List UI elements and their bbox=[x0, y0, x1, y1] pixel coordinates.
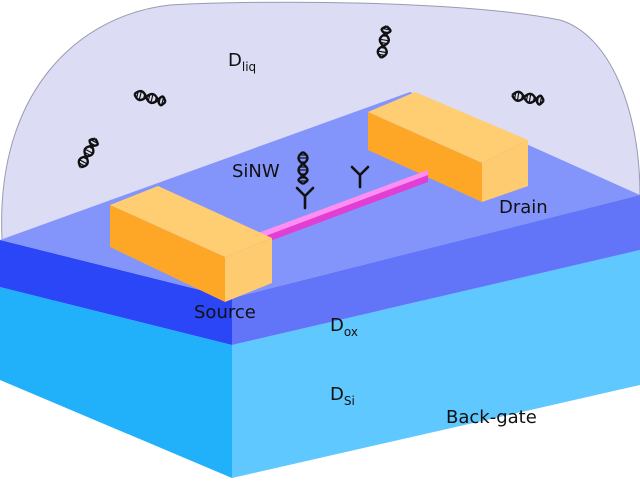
silicon-front-face bbox=[232, 250, 640, 478]
silicon-nanowire bbox=[258, 170, 428, 244]
liquid-label: Dliq bbox=[228, 50, 256, 74]
backgate-label: Back-gate bbox=[446, 407, 537, 428]
source-electrode bbox=[110, 186, 272, 302]
oxide-label: Dox bbox=[330, 315, 358, 339]
oxide-front-face bbox=[232, 195, 640, 345]
drain-label: Drain bbox=[499, 197, 548, 218]
oxide-side-face bbox=[0, 240, 232, 345]
silicon-side-face bbox=[0, 287, 232, 478]
nanowire-label: SiNW bbox=[232, 161, 280, 182]
drain-electrode bbox=[368, 92, 528, 202]
source-label: Source bbox=[194, 302, 256, 323]
silicon-label: DSi bbox=[330, 384, 355, 408]
